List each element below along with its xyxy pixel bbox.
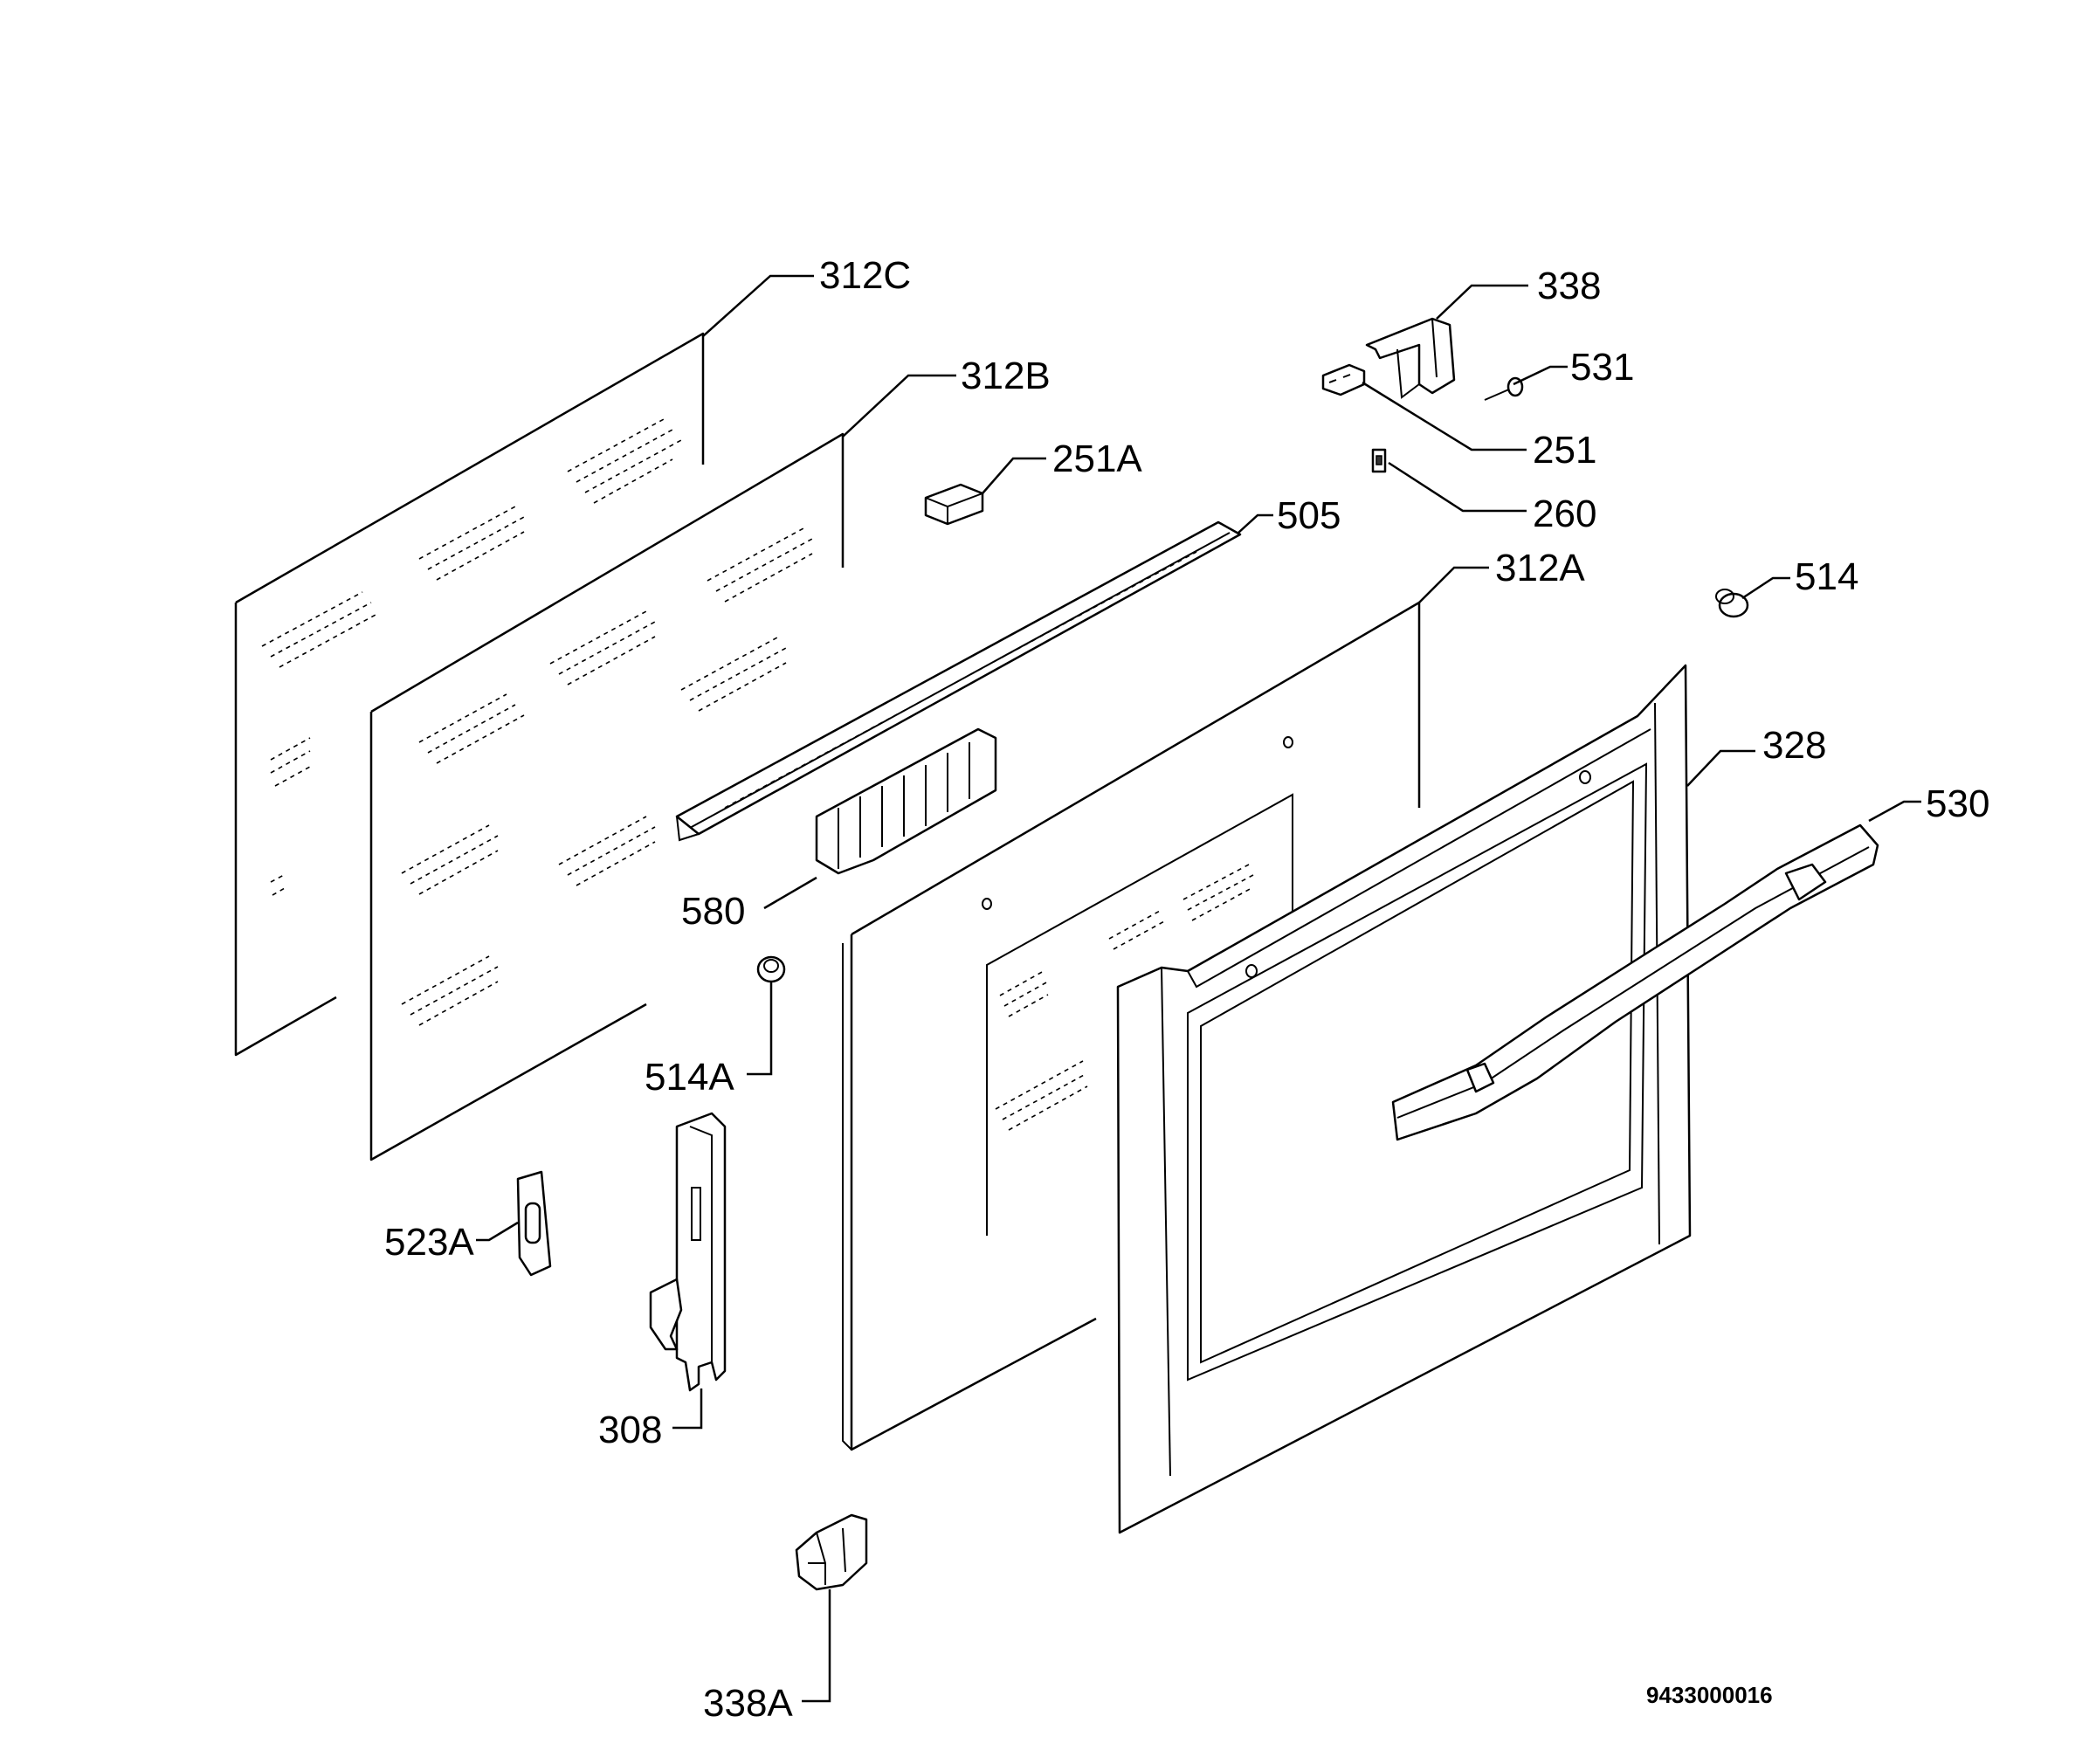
label-308: 308 — [598, 1409, 662, 1451]
label-338A: 338A — [703, 1682, 793, 1725]
label-514: 514 — [1795, 555, 1858, 598]
label-338: 338 — [1537, 265, 1601, 307]
hinge-cover-338 — [1365, 317, 1456, 399]
lock-plate-523A — [516, 1170, 552, 1277]
label-514A: 514A — [645, 1056, 734, 1099]
deflector-580 — [815, 727, 997, 875]
handle-530 — [1391, 823, 1879, 1141]
glass-panel-312B — [369, 432, 845, 1161]
leader-lines — [476, 274, 1921, 1703]
clip-251A — [924, 483, 984, 526]
label-251A: 251A — [1052, 438, 1142, 480]
label-523A: 523A — [384, 1221, 474, 1264]
hinge-cover-338A — [795, 1513, 868, 1591]
drawing-code: 9433000016 — [1646, 1682, 1773, 1708]
part-260 — [1371, 448, 1387, 473]
label-251: 251 — [1533, 429, 1596, 472]
clip-251 — [1321, 363, 1366, 396]
glass-panel-312C — [234, 332, 705, 1057]
label-531: 531 — [1570, 346, 1634, 389]
label-580: 580 — [681, 890, 745, 933]
profile-strip-505 — [675, 520, 1242, 842]
label-328: 328 — [1762, 724, 1826, 767]
label-505: 505 — [1277, 494, 1341, 537]
label-312C: 312C — [819, 254, 911, 297]
label-312B: 312B — [961, 355, 1051, 397]
hinge-308 — [649, 1112, 727, 1392]
part-labels: 312C 312B 251A 338 531 251 260 505 312A … — [384, 254, 1989, 1725]
label-312A: 312A — [1495, 547, 1585, 589]
bushing-514A — [756, 955, 786, 983]
label-530: 530 — [1926, 782, 1989, 825]
screw-531 — [1484, 376, 1524, 401]
label-260: 260 — [1533, 493, 1596, 535]
bushing-514 — [1715, 589, 1749, 618]
